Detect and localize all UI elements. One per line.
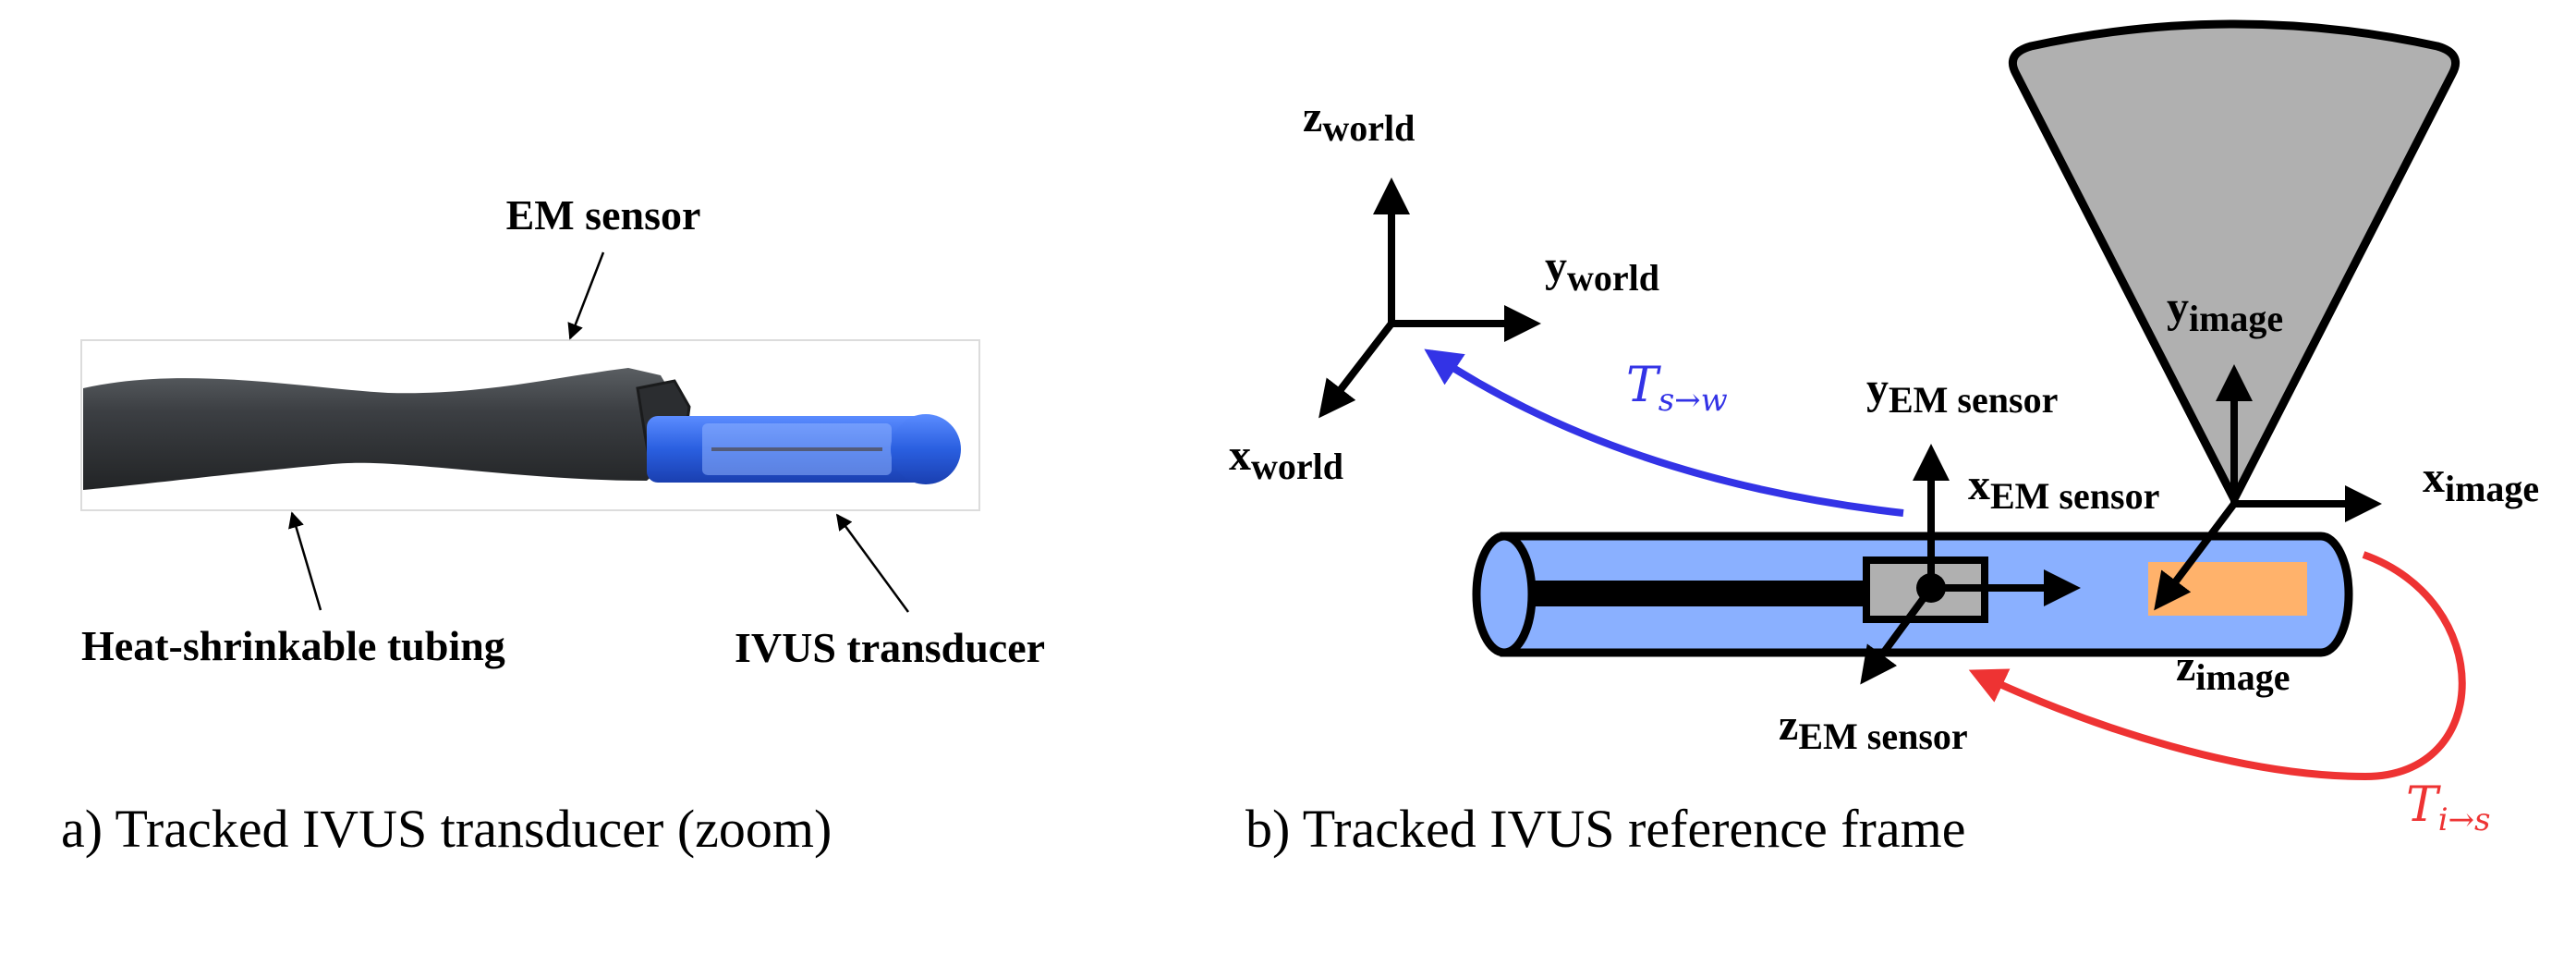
transform-i-to-s-arrow [1968,551,2466,781]
imaging-cone [2009,19,2460,504]
em-sensor-pointer [567,251,605,340]
tubing-pointer [288,511,322,611]
label-em-x: xEM sensor [1968,460,2159,517]
image-z-axis [2154,501,2238,611]
em-sensor-frame [1860,444,2081,685]
world-frame [1318,177,1541,419]
label-world-y: yworld [1545,242,1659,299]
label-heat-shrink-tubing: Heat-shrinkable tubing [81,622,505,669]
label-em-y: yEM sensor [1866,364,2058,421]
label-image-z: zimage [2176,642,2290,698]
label-world-x: xworld [1229,431,1343,487]
world-x-axis [1318,321,1395,419]
panel-a: EM sensor Heat-shrinkable tubing IVUS tr… [61,191,1045,859]
label-image-y: yimage [2167,283,2283,339]
caption-b: b) Tracked IVUS reference frame [1245,799,1965,859]
label-t-i-to-s: Ti→s [2406,777,2491,838]
label-ivus-transducer: IVUS transducer [735,624,1045,671]
transducer-tip [891,414,961,484]
catheter-end [1472,532,1537,657]
heat-shrink-tubing [83,368,679,490]
catheter [1472,532,2353,657]
caption-a: a) Tracked IVUS transducer (zoom) [61,799,832,859]
em-z-axis [1860,585,1935,685]
panel-b: zworld yworld xworld yEM sensor xEM sens… [1229,19,2539,859]
label-em-sensor: EM sensor [506,191,701,238]
label-image-x: ximage [2423,453,2539,509]
label-world-z: zworld [1303,92,1415,149]
transform-s-to-w-arrow [1424,349,1904,517]
ivus-pointer [835,513,910,613]
label-t-s-to-w: Ts→w [1626,358,1728,419]
catheter-wire [1532,581,1892,606]
label-em-z: zEM sensor [1779,701,1968,757]
image-frame [2154,364,2382,611]
